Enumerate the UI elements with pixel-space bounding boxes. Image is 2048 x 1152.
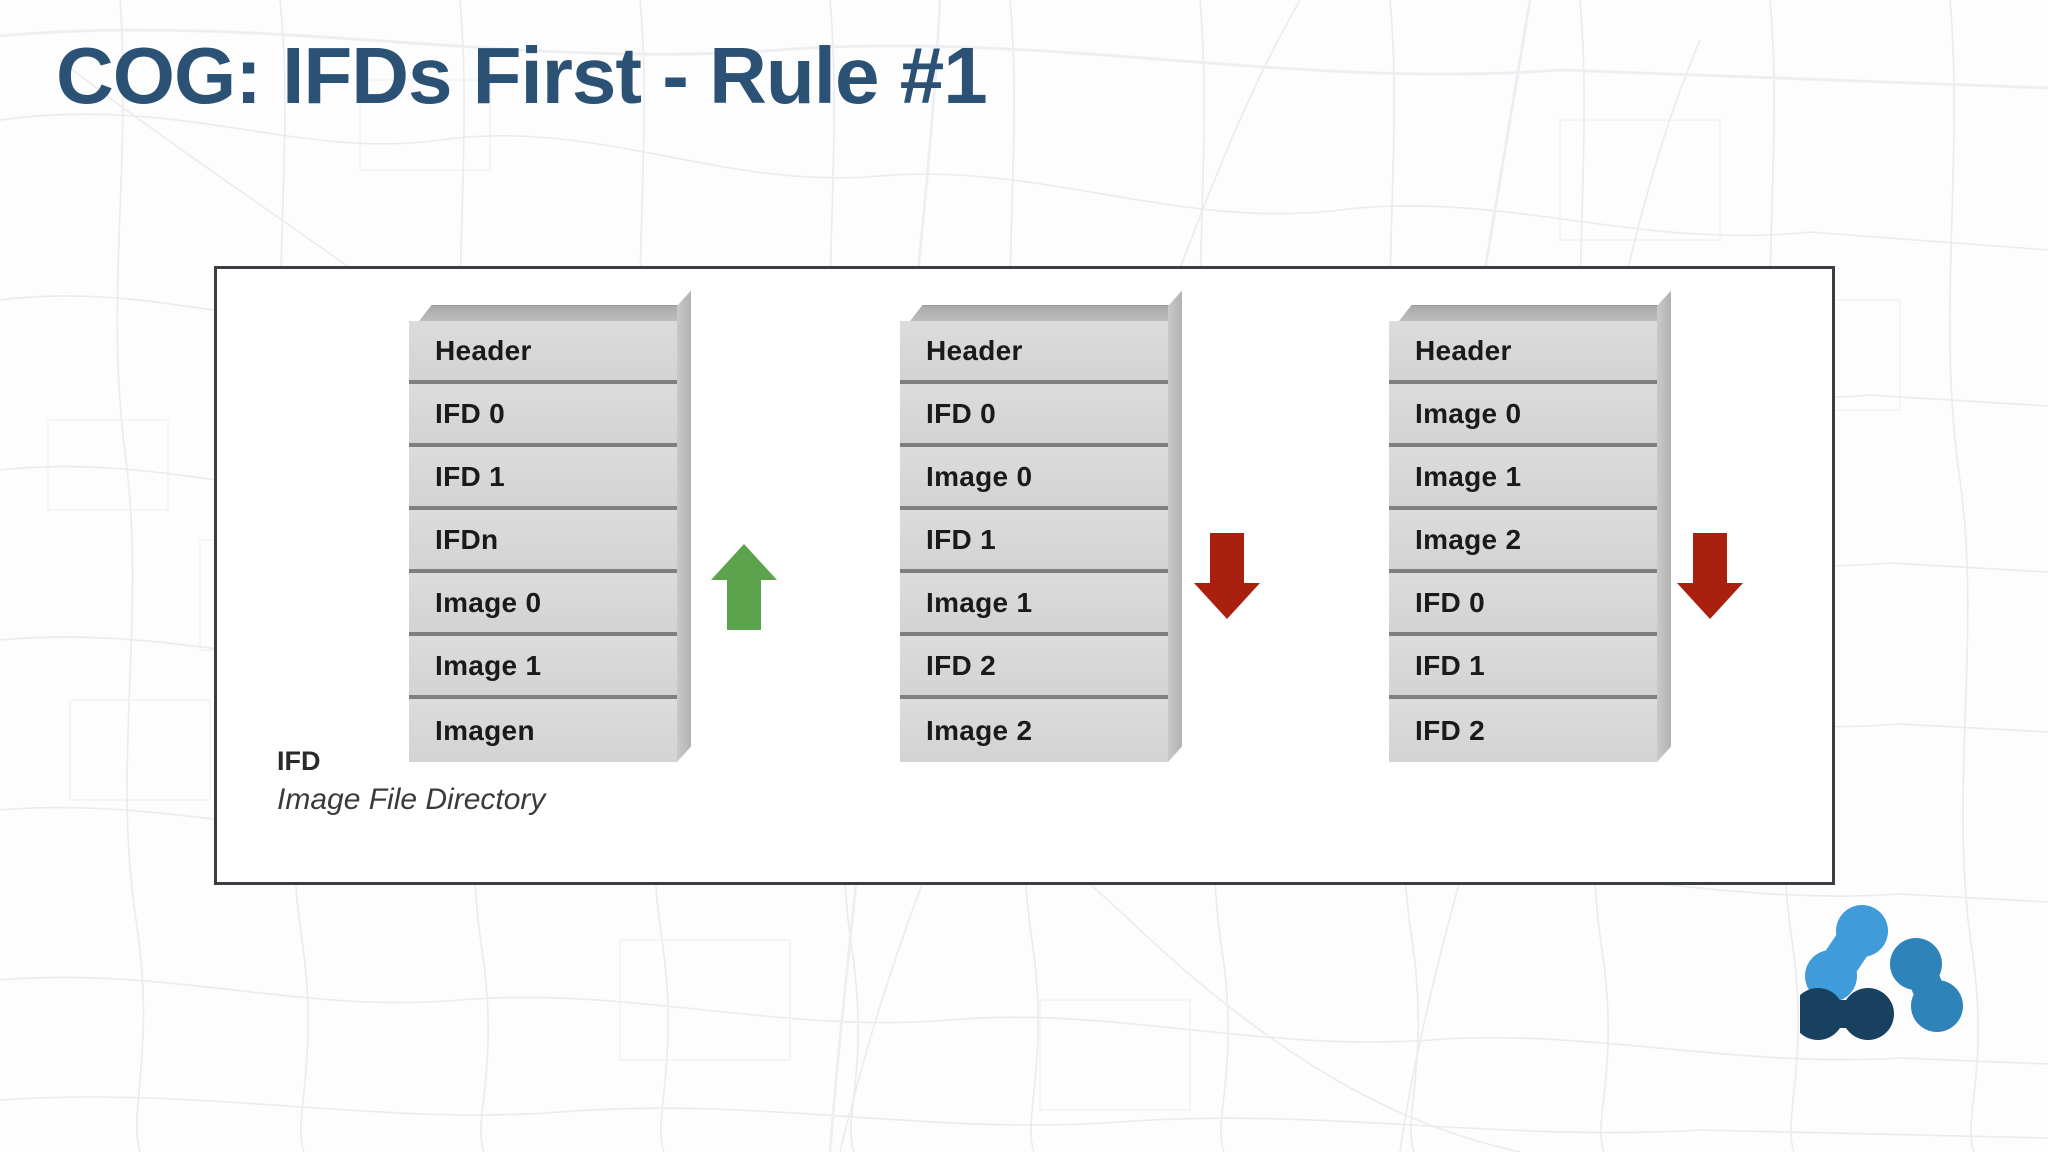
cell-label: Image 2 <box>926 714 1033 746</box>
arrow-down-icon <box>1675 531 1745 621</box>
cell-label: IFD 2 <box>926 649 996 681</box>
cell-label: IFD 2 <box>1415 714 1485 746</box>
stack-cell: Image 2 <box>900 699 1168 762</box>
cell-label: IFD 0 <box>1415 586 1485 618</box>
cell-label: IFD 0 <box>926 397 996 429</box>
stack-cell: Image 0 <box>409 573 677 636</box>
arrow-down-icon <box>1192 531 1262 621</box>
cell-label: IFD <box>435 523 482 555</box>
cell-label: Image 0 <box>926 460 1033 492</box>
stack-cell: Image 0 <box>900 447 1168 510</box>
cell-label: Image 0 <box>435 586 542 618</box>
cell-label: IFD 0 <box>435 397 505 429</box>
stack-cell: Image 1 <box>1389 447 1657 510</box>
stack-cell: Image 2 <box>1389 510 1657 573</box>
stack-body: Header IFD 0 IFD 1 IFD n Image 0 Image 1 <box>409 290 691 762</box>
stack-cell: IFD 0 <box>900 384 1168 447</box>
page-title: COG: IFDs First - Rule #1 <box>56 31 988 120</box>
legend: IFD Image File Directory <box>277 744 545 819</box>
stack-images-first-tiff: Header Image 0 Image 1 Image 2 IFD 0 IFD… <box>1389 290 1671 762</box>
stack-cell: IFD n <box>409 510 677 573</box>
cell-label: Header <box>926 334 1023 366</box>
stack-original-tiff: Header IFD 0 IFD 1 IFD n Image 0 Image 1 <box>409 290 691 762</box>
stack-cell: Header <box>1389 321 1657 384</box>
stack-interleaved-tiff: Header IFD 0 Image 0 IFD 1 Image 1 IFD 2 <box>900 290 1182 762</box>
stack-side-face <box>677 290 691 762</box>
stack-cell: Header <box>900 321 1168 384</box>
cell-label: Image 0 <box>1415 397 1522 429</box>
legend-term: IFD <box>277 746 321 776</box>
stack-body: Header IFD 0 Image 0 IFD 1 Image 1 IFD 2 <box>900 290 1182 762</box>
stack-cell: Image 1 <box>409 636 677 699</box>
molecule-logo <box>1792 900 1970 1050</box>
cell-label: IFD 1 <box>1415 649 1485 681</box>
stack-body: Header Image 0 Image 1 Image 2 IFD 0 IFD… <box>1389 290 1671 762</box>
stack-cell: IFD 1 <box>900 510 1168 573</box>
stack-cell: IFD 0 <box>409 384 677 447</box>
cell-label: Image 2 <box>1415 523 1522 555</box>
stack-top-face <box>910 305 1181 321</box>
stack-cell: IFD 2 <box>1389 699 1657 762</box>
legend-definition: Image File Directory <box>277 782 546 816</box>
diagram-frame: Header IFD 0 IFD 1 IFD n Image 0 Image 1 <box>214 266 1835 885</box>
arrow-up-icon <box>709 542 779 632</box>
stack-top-face <box>419 305 690 321</box>
cell-label: Image <box>435 714 518 746</box>
stack-side-face <box>1657 290 1671 762</box>
stack-cell: IFD 1 <box>409 447 677 510</box>
stack-cell: Header <box>409 321 677 384</box>
cell-variable: n <box>517 714 535 746</box>
cell-label: IFD 1 <box>926 523 996 555</box>
cell-label: Header <box>435 334 532 366</box>
stack-cell: IFD 0 <box>1389 573 1657 636</box>
cell-label: Image 1 <box>926 586 1033 618</box>
stack-cell: Image 0 <box>1389 384 1657 447</box>
cell-label: Image 1 <box>1415 460 1522 492</box>
cell-variable: n <box>481 523 499 555</box>
stack-side-face <box>1168 290 1182 762</box>
cell-label: IFD 1 <box>435 460 505 492</box>
stack-top-face <box>1399 305 1670 321</box>
stack-cell: Image n <box>409 699 677 762</box>
stack-cell: Image 1 <box>900 573 1168 636</box>
stack-cell: IFD 2 <box>900 636 1168 699</box>
cell-label: Image 1 <box>435 649 542 681</box>
stack-cell: IFD 1 <box>1389 636 1657 699</box>
cell-label: Header <box>1415 334 1512 366</box>
